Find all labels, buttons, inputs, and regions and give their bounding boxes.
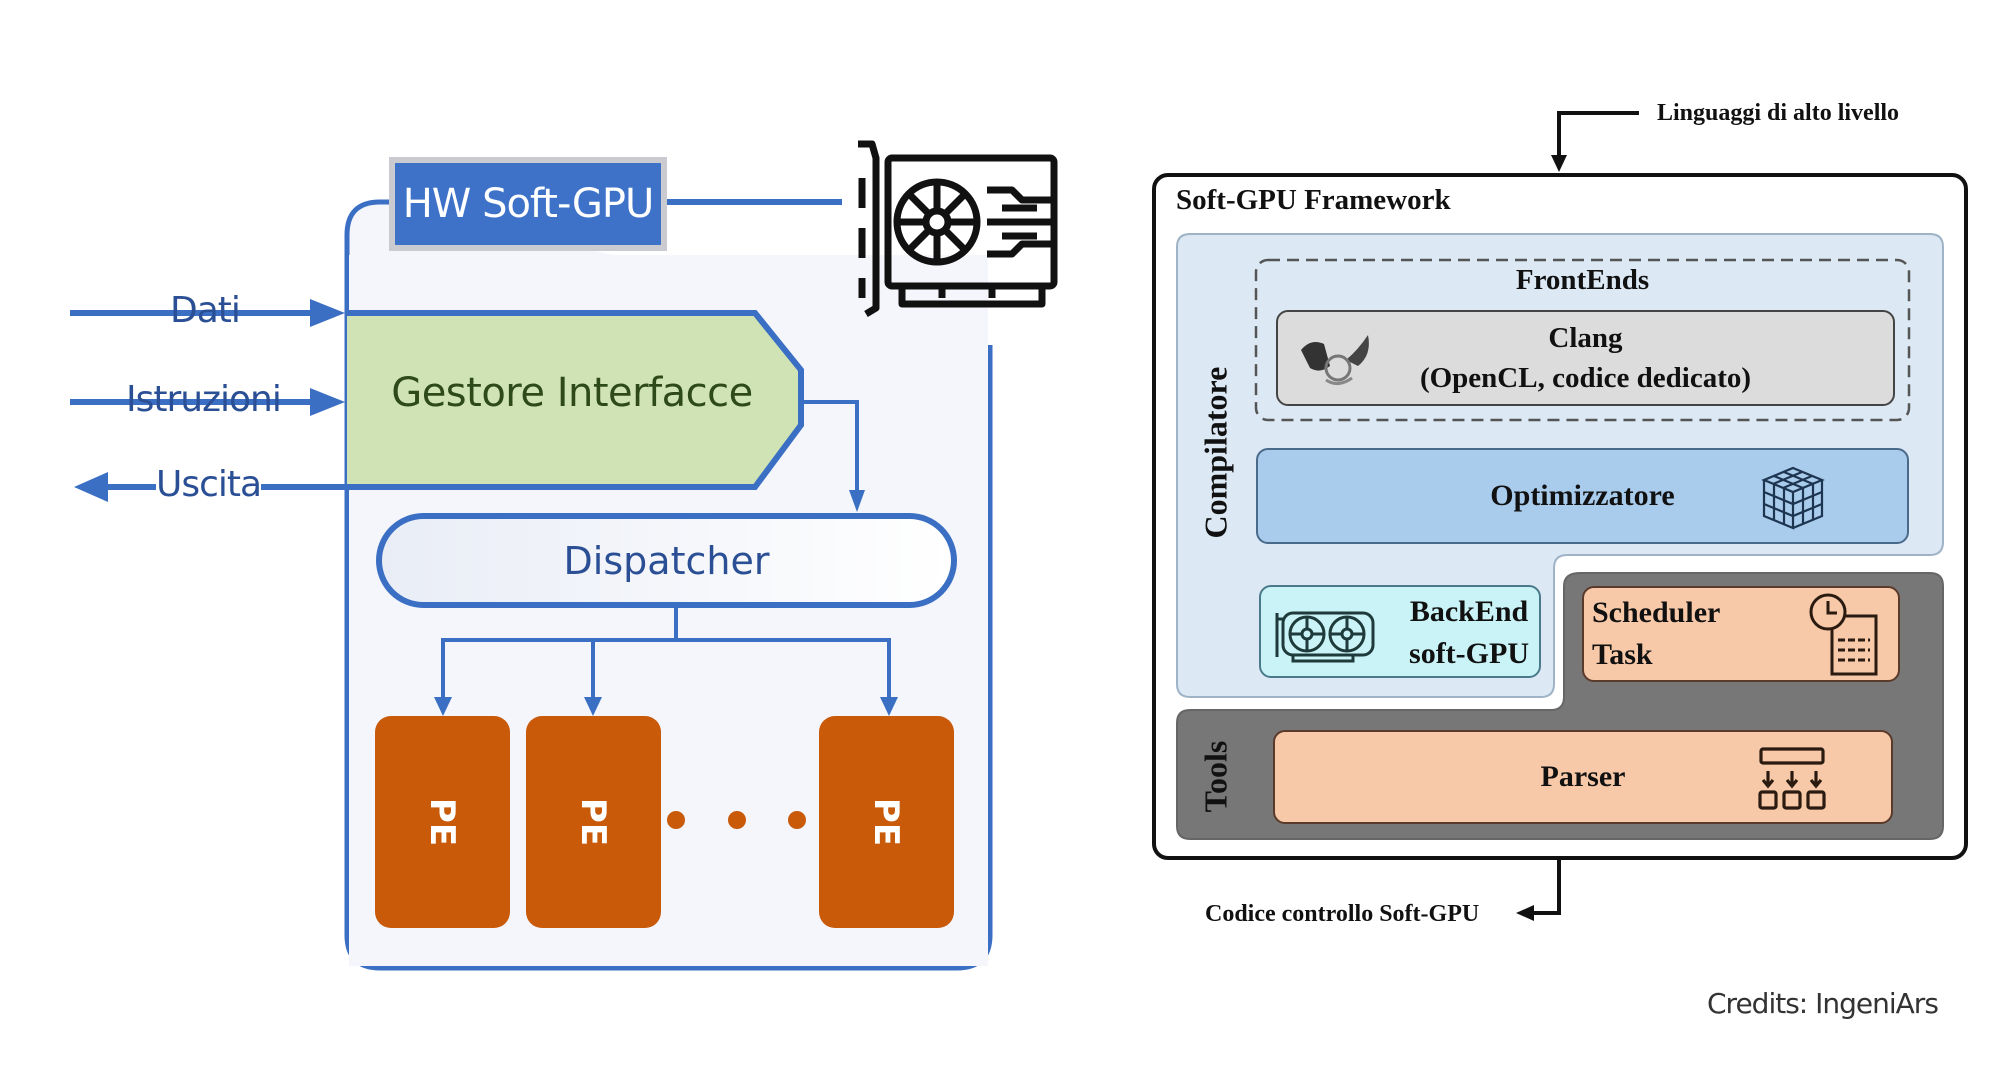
parse-tree-icon [1758, 747, 1826, 810]
pe-block-3: PE [819, 716, 954, 928]
arrow-to-pe-1 [434, 697, 452, 716]
dispatcher-label: Dispatcher [563, 538, 770, 583]
hw-soft-gpu-box: HW Soft-GPU [389, 157, 667, 251]
framework-title: Soft-GPU Framework [1176, 184, 1451, 216]
tools-label: Tools [1197, 740, 1234, 813]
backend-label: BackEnd [1409, 595, 1529, 628]
ellipsis-dot [667, 811, 685, 829]
soft-gpu-framework-box [1152, 173, 1968, 860]
optimizer-label: Optimizzatore [1490, 479, 1675, 512]
parser-box: Parser [1273, 730, 1893, 824]
llvm-dragon-icon [1301, 335, 1369, 385]
backend-box: BackEnd soft-GPU [1259, 585, 1541, 678]
clang-label: Clang [1548, 322, 1623, 354]
input-arrow [1557, 111, 1639, 160]
clock-schedule-icon [1809, 593, 1878, 676]
clang-box: Clang (OpenCL, codice dedicato) [1276, 310, 1895, 406]
ellipsis-dot [728, 811, 746, 829]
backend-sublabel: soft-GPU [1409, 637, 1529, 670]
graphics-card-icon [858, 140, 1058, 318]
frontends-dashed-box [1254, 258, 1911, 422]
output-arrow [1530, 860, 1561, 915]
hw-soft-gpu-title: HW Soft-GPU [395, 163, 661, 245]
clang-sublabel: (OpenCL, codice dedicato) [1419, 362, 1752, 394]
scheduler-label: Scheduler [1592, 596, 1721, 629]
arrow-to-pe-3 [880, 697, 898, 716]
compiler-label: Compilatore [1197, 366, 1234, 539]
scheduler-sublabel: Task [1592, 638, 1653, 671]
scheduler-box: Scheduler Task [1582, 586, 1900, 682]
uscita-label: Uscita [156, 464, 262, 505]
pe-block-1: PE [375, 716, 510, 928]
frontends-label: FrontEnds [1515, 264, 1650, 296]
input-label: Linguaggi di alto livello [1657, 100, 1900, 126]
credits-text: Credits: IngeniArs [1707, 987, 1939, 1020]
cube-grid-icon [1761, 466, 1825, 530]
arrow-to-pe-2 [584, 697, 602, 716]
optimizer-box: Optimizzatore [1256, 448, 1909, 544]
pe-block-2: PE [526, 716, 661, 928]
output-label: Codice controllo Soft-GPU [1205, 901, 1480, 927]
ellipsis-dot [788, 811, 806, 829]
dispatcher-box: Dispatcher [376, 513, 957, 608]
gestore-to-dispatcher-arrow [801, 400, 859, 495]
dati-label: Dati [170, 290, 241, 331]
istruzioni-label: Istruzioni [126, 379, 282, 420]
interface-manager-shape [347, 313, 801, 487]
parser-label: Parser [1540, 760, 1626, 793]
dispatcher-fanout [441, 638, 891, 700]
graphics-card-icon [1275, 611, 1375, 663]
interface-manager-label: Gestore Interfacce [391, 370, 753, 416]
